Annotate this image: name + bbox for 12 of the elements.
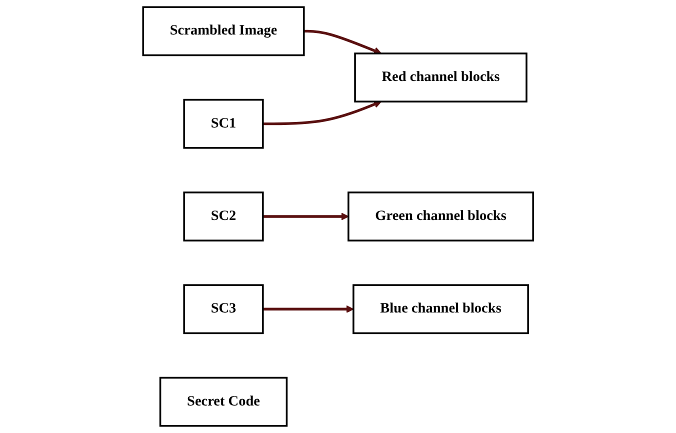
node-box: SC3 [183, 284, 264, 334]
node-box: Scrambled Image [142, 6, 305, 56]
arrow [262, 305, 354, 314]
node-box: SC1 [183, 98, 264, 149]
node-box: Secret Code [159, 376, 288, 427]
node-box: Green channel blocks [347, 192, 534, 242]
node-box: SC2 [183, 192, 264, 242]
arrow [262, 100, 382, 126]
arrow [262, 212, 349, 220]
node-box: Blue channel blocks [352, 284, 529, 334]
arrow [304, 30, 382, 54]
node-box: Red channel blocks [354, 52, 528, 102]
